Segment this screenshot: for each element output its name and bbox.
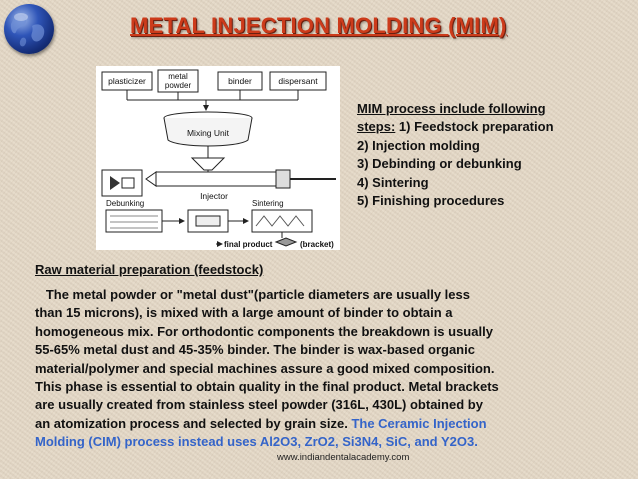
material-box-plasticizer: plasticizer	[101, 71, 153, 91]
mold-unit	[101, 169, 143, 197]
svg-text:Sintering: Sintering	[252, 199, 284, 208]
step-5: 5) Finishing procedures	[357, 193, 505, 209]
steps-label: steps:	[357, 119, 396, 135]
steps-line-2: steps: 1) Feedstock preparation	[357, 118, 627, 136]
paragraph-line: than 15 microns), is mixed with a large …	[35, 305, 453, 321]
oven-unit	[187, 209, 229, 233]
footer-url: www.indiandentalacademy.com	[277, 452, 410, 463]
paragraph-line: This phase is essential to obtain qualit…	[35, 379, 499, 395]
material-box-metal-powder: metal powder	[157, 69, 199, 93]
step-1: 1) Feedstock preparation	[395, 119, 554, 135]
svg-text:metal: metal	[168, 72, 188, 81]
step-2: 2) Injection molding	[357, 137, 480, 153]
cim-highlight-line: Molding (CIM) process instead uses Al2O3…	[35, 434, 478, 450]
debunking-unit: Debunking	[105, 199, 163, 233]
paragraph-text: an atomization process and selected by g…	[35, 415, 352, 431]
svg-text:Debunking: Debunking	[106, 199, 144, 208]
paragraph-line: material/polymer and special machines as…	[35, 360, 495, 376]
page-title: METAL INJECTION MOLDING (MIM)	[130, 13, 507, 38]
svg-text:binder: binder	[228, 76, 252, 86]
steps-intro: MIM process include following	[357, 101, 546, 116]
mim-process-diagram: plasticizer metal powder binder dispersa…	[96, 66, 340, 250]
material-box-binder: binder	[217, 71, 263, 91]
svg-text:(bracket): (bracket)	[300, 240, 334, 249]
mixing-unit: Mixing Unit	[163, 111, 253, 147]
svg-text:Injector: Injector	[200, 191, 228, 201]
raw-material-heading: Raw material preparation (feedstock)	[35, 262, 264, 277]
final-product: final product (bracket)	[216, 237, 334, 249]
globe-icon	[4, 4, 54, 54]
paragraph-line: homogeneous mix. For orthodontic compone…	[35, 323, 493, 339]
svg-text:final product: final product	[224, 240, 273, 249]
svg-text:Mixing Unit: Mixing Unit	[187, 128, 230, 138]
paragraph-line: are usually created from stainless steel…	[35, 397, 483, 413]
paragraph-line: The metal powder or "metal dust"(particl…	[35, 287, 470, 302]
raw-material-paragraph: The metal powder or "metal dust"(particl…	[35, 286, 635, 452]
step-3: 3) Debinding or debunking	[357, 156, 522, 172]
mim-steps-list: MIM process include following steps: 1) …	[357, 100, 627, 210]
material-box-dispersant: dispersant	[269, 71, 327, 91]
injector: Injector	[145, 169, 336, 201]
step-4: 4) Sintering	[357, 174, 429, 190]
svg-text:dispersant: dispersant	[278, 76, 318, 86]
cim-highlight: The Ceramic Injection	[351, 415, 487, 431]
sintering-unit: Sintering	[251, 199, 313, 233]
paragraph-line: an atomization process and selected by g…	[35, 415, 635, 433]
svg-text:plasticizer: plasticizer	[108, 76, 146, 86]
paragraph-line: 55-65% metal dust and 45-35% binder. The…	[35, 342, 475, 358]
svg-text:powder: powder	[165, 81, 192, 90]
